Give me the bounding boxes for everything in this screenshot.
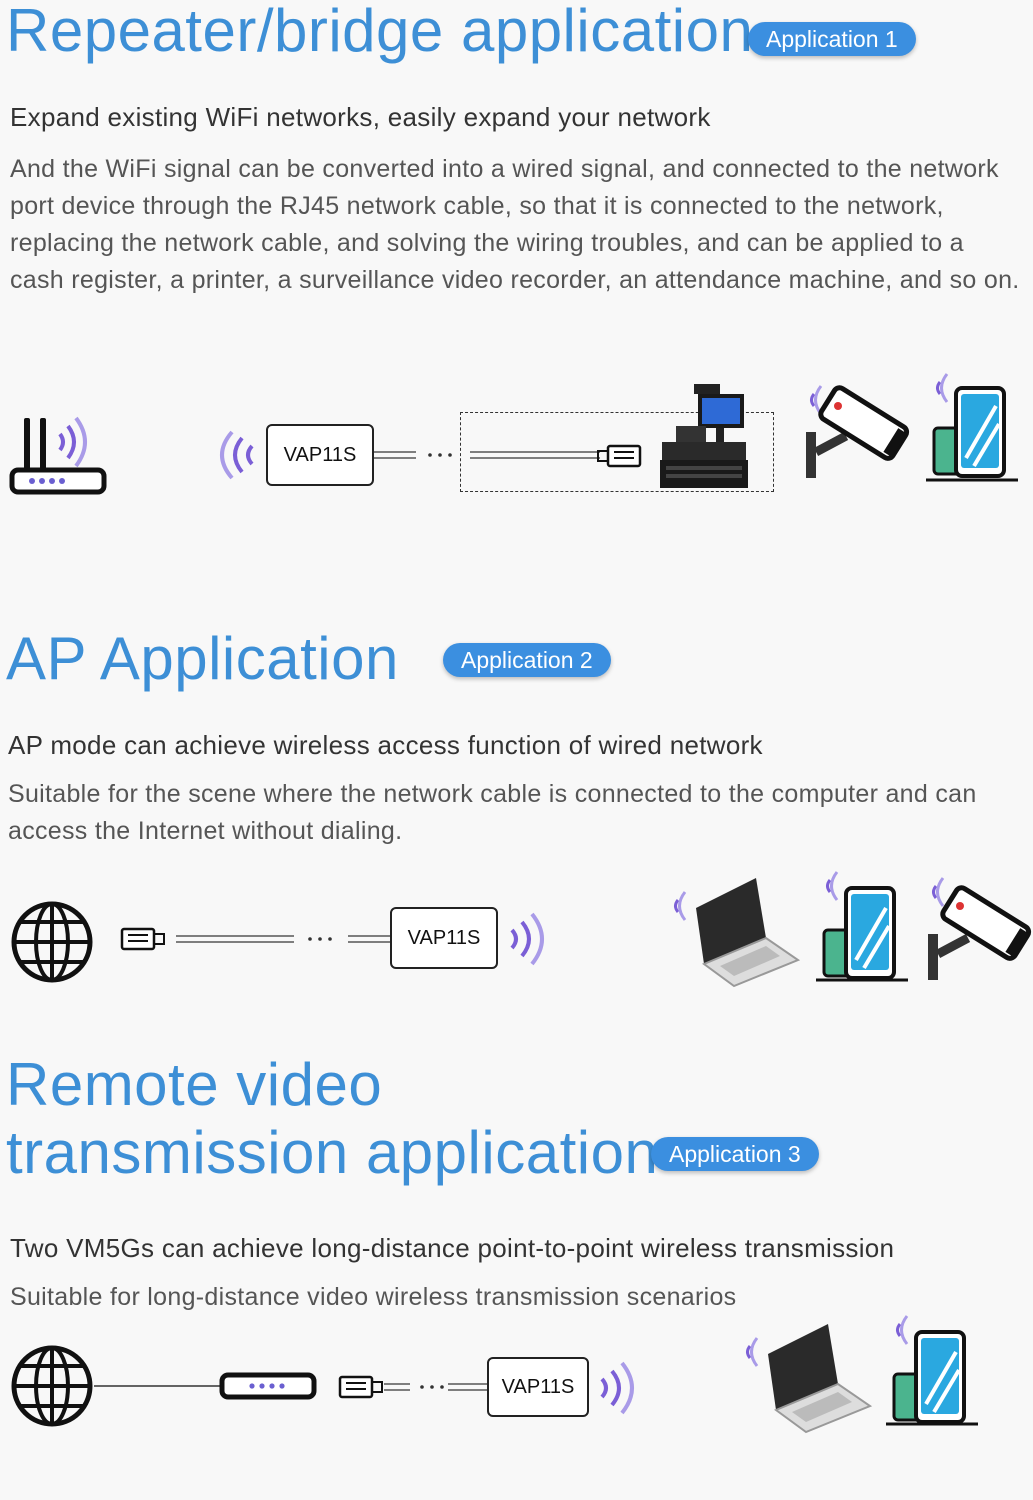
rj45-plug-icon: [597, 444, 642, 468]
security-camera-icon: [806, 385, 910, 478]
section2-badge: Application 2: [443, 643, 611, 677]
vap11s-device: VAP11S: [266, 424, 374, 486]
section1-body: And the WiFi signal can be converted int…: [10, 155, 1020, 294]
smartphone-icon: [816, 871, 908, 982]
laptop-icon: [674, 878, 801, 988]
section1-badge: Application 1: [748, 22, 916, 56]
rj45-plug-icon: [120, 927, 165, 951]
wifi-waves-icon: [220, 430, 254, 480]
switch-icon: [219, 1372, 317, 1400]
laptop-icon: [746, 1324, 873, 1434]
wifi-waves-icon: [510, 912, 544, 966]
device-label: VAP11S: [283, 443, 357, 466]
rj45-plug-icon: [338, 1375, 383, 1399]
globe-icon: [11, 901, 93, 983]
section2-body: Suitable for the scene where the network…: [8, 780, 977, 845]
section3-badge: Application 3: [651, 1137, 819, 1171]
section2-subtitle: AP mode can achieve wireless access func…: [8, 730, 763, 760]
router-icon: [9, 416, 107, 495]
smartphone-icon: [886, 1315, 978, 1426]
section3-title-line2: transmission application: [6, 1119, 659, 1186]
vap11s-device: VAP11S: [390, 907, 498, 969]
network-cable: [384, 1383, 488, 1391]
section3-title-line1: Remote video: [6, 1051, 383, 1118]
smartphone-icon: [926, 373, 1018, 482]
device-label: VAP11S: [501, 1375, 575, 1398]
security-camera-icon: [928, 877, 1032, 980]
section3-body: Suitable for long-distance video wireles…: [10, 1283, 737, 1311]
dashed-frame: [460, 412, 774, 492]
cash-register-icon: [660, 384, 748, 488]
network-cable: [374, 451, 600, 459]
wifi-waves-icon: [600, 1361, 634, 1415]
section1-subtitle: Expand existing WiFi networks, easily ex…: [10, 102, 711, 132]
vap11s-device: VAP11S: [487, 1357, 589, 1417]
section1-title: Repeater/bridge application: [6, 0, 754, 64]
device-label: VAP11S: [407, 926, 481, 949]
network-cable: [176, 935, 390, 943]
section2-title: AP Application: [6, 625, 399, 692]
globe-icon: [11, 1345, 93, 1427]
section3-subtitle: Two VM5Gs can achieve long-distance poin…: [10, 1233, 895, 1263]
network-cable: [94, 1385, 222, 1387]
